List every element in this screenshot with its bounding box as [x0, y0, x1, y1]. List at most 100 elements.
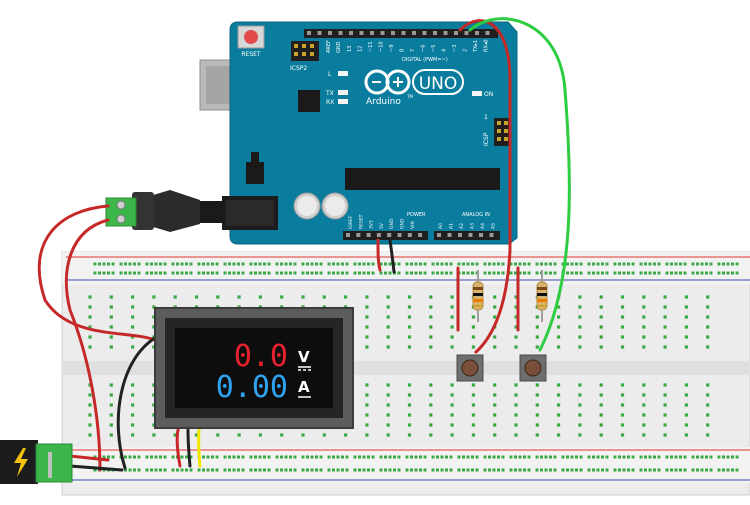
resistor-2-band-1: [537, 287, 547, 290]
rail-hole: [419, 455, 422, 459]
rail-hole: [644, 262, 647, 266]
breadboard-hole: [407, 383, 412, 387]
breadboard-hole: [620, 325, 625, 329]
rail-hole: [267, 262, 271, 266]
breadboard-hole: [88, 393, 92, 397]
breadboard-hole: [109, 325, 113, 329]
breadboard-hole: [322, 295, 326, 299]
usb-chip: [298, 90, 320, 112]
rail-hole: [163, 271, 167, 275]
analog-header-pin: [458, 233, 462, 237]
breadboard-hole: [450, 295, 454, 299]
resistor-1: [472, 270, 484, 322]
rail-hole: [358, 468, 361, 472]
rail-hole: [310, 455, 314, 459]
breadboard-hole: [450, 383, 454, 387]
rail-hole: [93, 468, 97, 472]
rail-hole: [483, 468, 487, 472]
rail-hole: [679, 271, 682, 275]
rail-hole: [423, 271, 427, 275]
wire-red-pin3-to-button: [458, 19, 512, 354]
breadboard-hole: [322, 433, 326, 437]
rail-hole: [371, 262, 375, 266]
rail-hole: [232, 271, 236, 275]
header-pin: [412, 31, 416, 35]
wire-red-5v: [376, 238, 382, 272]
analog-header-pin: [489, 233, 494, 237]
rail-hole: [358, 262, 361, 266]
rail-hole: [310, 271, 314, 275]
rail-hole: [665, 262, 669, 266]
breadboard-hole: [194, 295, 199, 299]
rail-hole: [674, 271, 678, 275]
tx-led: [338, 90, 348, 95]
rail-hole: [653, 271, 656, 275]
breadboard-hole: [684, 393, 688, 397]
rail-hole: [731, 271, 734, 275]
rail-hole: [362, 468, 366, 472]
breadboard-hole: [88, 413, 92, 417]
rail-hole: [466, 262, 470, 266]
breadboard-hole: [471, 433, 475, 437]
rail-hole: [124, 262, 127, 266]
rail-hole: [665, 271, 669, 275]
breadboard-hole: [344, 295, 348, 299]
icsp-pin: [504, 121, 508, 125]
breadboard-hole: [514, 423, 518, 427]
resistor-2-band-3: [537, 299, 547, 302]
lightning-bolt-icon: [14, 448, 28, 477]
rail-hole: [457, 262, 461, 266]
rail-hole: [497, 455, 500, 459]
rail-hole: [128, 262, 132, 266]
rail-hole: [501, 271, 505, 275]
breadboard-hole: [599, 393, 603, 397]
rail-hole: [133, 468, 136, 472]
breadboard-hole: [280, 295, 284, 299]
rail-hole: [254, 468, 257, 472]
rail-hole: [492, 468, 496, 472]
rail-hole: [133, 455, 136, 459]
breadboard-hole: [578, 305, 582, 309]
rail-hole: [379, 468, 383, 472]
rail-hole: [171, 262, 175, 266]
breadboard-hole: [365, 325, 369, 329]
rail-hole: [289, 271, 292, 275]
rail-hole: [371, 455, 375, 459]
rail-hole: [154, 455, 158, 459]
rail-hole: [509, 455, 513, 459]
breadboard-hole: [578, 315, 582, 319]
rail-hole: [241, 468, 245, 472]
digital-pin-label: 12: [358, 46, 364, 52]
breadboard-hole: [684, 315, 688, 319]
rail-hole: [419, 262, 422, 266]
voltage-unit: V: [298, 348, 310, 366]
rail-hole: [431, 271, 435, 275]
rail-hole: [618, 271, 621, 275]
rail-hole: [315, 271, 318, 275]
rail-hole: [211, 455, 214, 459]
rail-hole: [423, 455, 427, 459]
breadboard-hole: [642, 383, 646, 387]
rail-hole: [665, 468, 669, 472]
rail-hole: [691, 455, 695, 459]
rail-hole: [176, 262, 179, 266]
rail-hole: [579, 262, 583, 266]
rail-hole: [327, 262, 331, 266]
rail-hole: [709, 468, 713, 472]
rail-hole: [575, 468, 578, 472]
rail-hole: [657, 262, 661, 266]
breadboard-hole: [557, 393, 561, 397]
rail-hole: [696, 468, 699, 472]
breadboard-hole: [578, 295, 582, 299]
rail-hole: [553, 455, 557, 459]
analog-pin-label: A4: [480, 223, 486, 229]
rail-hole: [644, 271, 647, 275]
rail-hole: [535, 468, 539, 472]
rail-hole: [254, 455, 257, 459]
breadboard-hole: [365, 423, 369, 427]
analog-pin-label: A2: [459, 223, 465, 229]
rail-hole: [93, 455, 97, 459]
rail-hole: [237, 262, 240, 266]
rail-hole: [726, 455, 730, 459]
